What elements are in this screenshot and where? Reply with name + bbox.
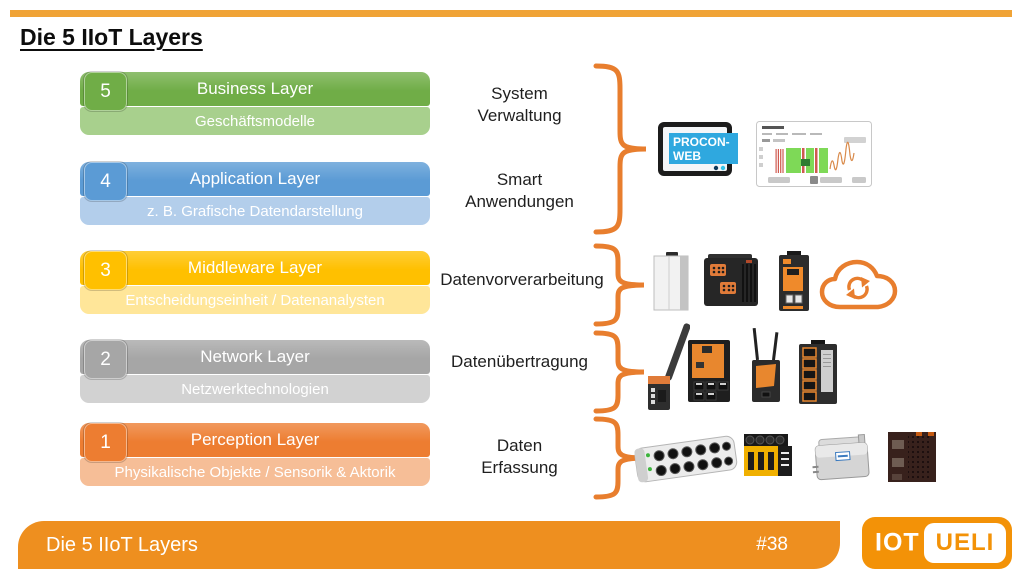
logo-text-ueli: UELI [935, 529, 995, 556]
io-module-image [634, 435, 738, 483]
layer-description: Physikalische Objekte / Sensorik & Aktor… [80, 458, 430, 486]
iot-ueli-logo: IOT UELI [862, 517, 1012, 569]
layer-header: Middleware Layer [80, 251, 430, 285]
layer-number-badge: 5 [84, 72, 127, 111]
function-label-line: Erfassung [481, 458, 558, 477]
field-sensor-image [812, 433, 870, 481]
svg-text:PROCON-: PROCON- [673, 135, 730, 149]
dashboard-screenshot-image [756, 121, 872, 187]
layer-network: 2 Network Layer Netzwerktechnologien [80, 340, 430, 403]
layer-number-badge: 2 [84, 340, 127, 379]
function-label-line: Datenvorverarbeitung [440, 270, 604, 289]
function-label-line: Daten [496, 436, 543, 455]
procon-web-panel-image: PROCON- WEB [658, 122, 738, 176]
layer-header: Network Layer [80, 340, 430, 374]
layer-description: Netzwerktechnologien [80, 375, 430, 403]
brace-icon [593, 243, 645, 327]
layer-header: Application Layer [80, 162, 430, 196]
function-label-smart-anwendungen: Smart Anwendungen [437, 169, 602, 213]
logo-text-iot: IOT [875, 528, 920, 557]
layer-application: 4 Application Layer z. B. Grafische Date… [80, 162, 430, 225]
function-label-line: Smart [496, 170, 543, 189]
layer-description: z. B. Grafische Datendarstellung [80, 197, 430, 225]
layer-number-badge: 3 [84, 251, 127, 290]
gateway-module-image [704, 254, 758, 306]
brace-icon [593, 63, 647, 235]
layer-number-badge: 4 [84, 162, 127, 201]
function-label-datenuebertragung: Datenübertragung [437, 351, 602, 373]
din-rail-device-image [779, 251, 809, 311]
function-label-line: Datenübertragung [450, 352, 589, 371]
function-label-daten-erfassung: Daten Erfassung [447, 435, 592, 479]
cloud-sync-icon [819, 259, 898, 310]
function-label-system-verwaltung: System Verwaltung [437, 83, 602, 127]
wireless-device-image [752, 327, 780, 402]
function-label-datenvorverarbeitung: Datenvorverarbeitung [428, 269, 616, 291]
page-title: Die 5 IIoT Layers [20, 24, 203, 50]
layer-description: Entscheidungseinheit / Datenanalysten [80, 286, 430, 314]
top-accent-strip [10, 10, 1012, 17]
pcb-module-image [888, 432, 936, 482]
footer-title: Die 5 IIoT Layers [46, 534, 198, 556]
terminal-block-image [744, 434, 792, 476]
svg-text:WEB: WEB [673, 149, 701, 163]
brace-icon [593, 330, 645, 414]
logo-ueli-box: UELI [924, 523, 1006, 563]
layer-number-badge: 1 [84, 423, 127, 462]
function-label-line: Verwaltung [477, 106, 562, 125]
layer-description: Geschäftsmodelle [80, 107, 430, 135]
layer-header: Perception Layer [80, 423, 430, 457]
function-label-line: Anwendungen [465, 192, 574, 211]
page-number: #38 [756, 534, 788, 555]
router-device-image [688, 340, 730, 402]
footer-bar: Die 5 IIoT Layers #38 [18, 521, 840, 569]
function-label-line: System [491, 84, 548, 103]
layer-perception: 1 Perception Layer Physikalische Objekte… [80, 423, 430, 486]
antenna-device-image [648, 323, 690, 410]
layer-business: 5 Business Layer Geschäftsmodelle [80, 72, 430, 135]
ethernet-switch-image [799, 340, 837, 404]
industrial-pc-image [653, 252, 689, 311]
layer-middleware: 3 Middleware Layer Entscheidungseinheit … [80, 251, 430, 314]
layer-header: Business Layer [80, 72, 430, 106]
